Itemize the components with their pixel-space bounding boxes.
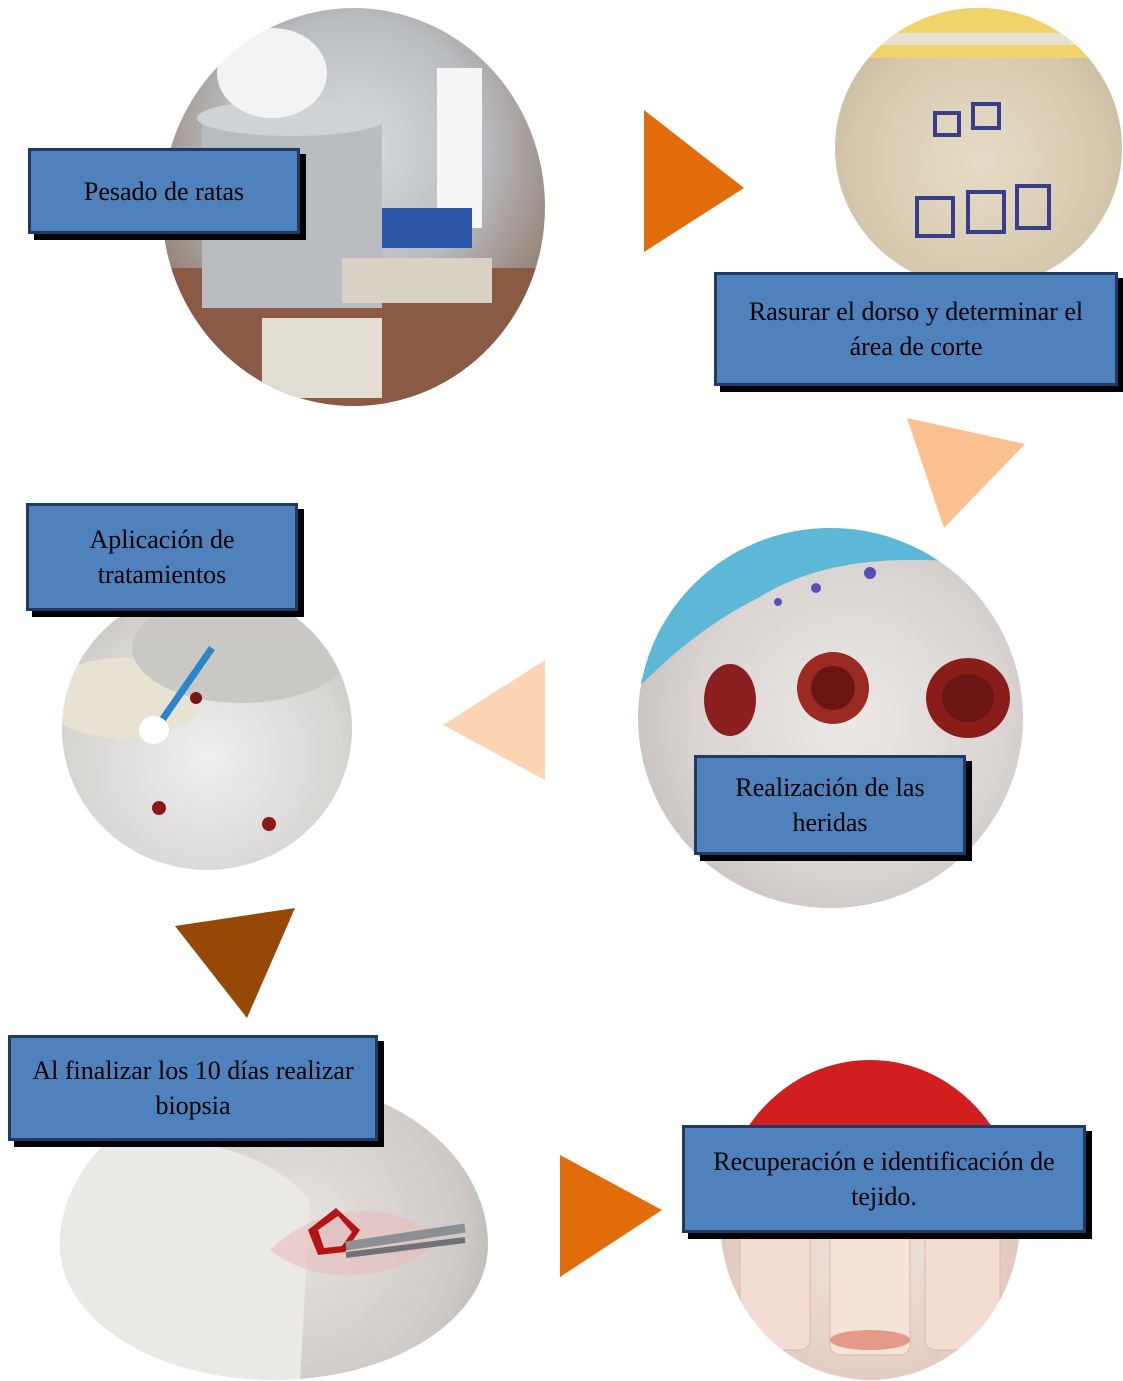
step-label-biopsy: Al finalizar los 10 días realizar biopsi… bbox=[8, 1035, 378, 1141]
arrow-right-2 bbox=[560, 1155, 662, 1277]
arrow-down bbox=[175, 908, 295, 1018]
step-label-tissue-recovery: Recuperación e identificación de tejido. bbox=[682, 1125, 1086, 1233]
arrow-down-right bbox=[907, 418, 1025, 528]
arrow-left bbox=[443, 660, 545, 780]
step-label-treatments: Aplicación de tratamientos bbox=[26, 503, 298, 611]
arrow-right-1 bbox=[644, 110, 744, 252]
step-label-weighing: Pesado de ratas bbox=[28, 148, 300, 234]
step-label-wounds: Realización de las heridas bbox=[694, 755, 966, 855]
photo-applying-treatment bbox=[62, 588, 352, 870]
step-label-shave-back: Rasurar el dorso y determinar el área de… bbox=[714, 272, 1118, 386]
photo-shaved-back bbox=[835, 8, 1122, 288]
